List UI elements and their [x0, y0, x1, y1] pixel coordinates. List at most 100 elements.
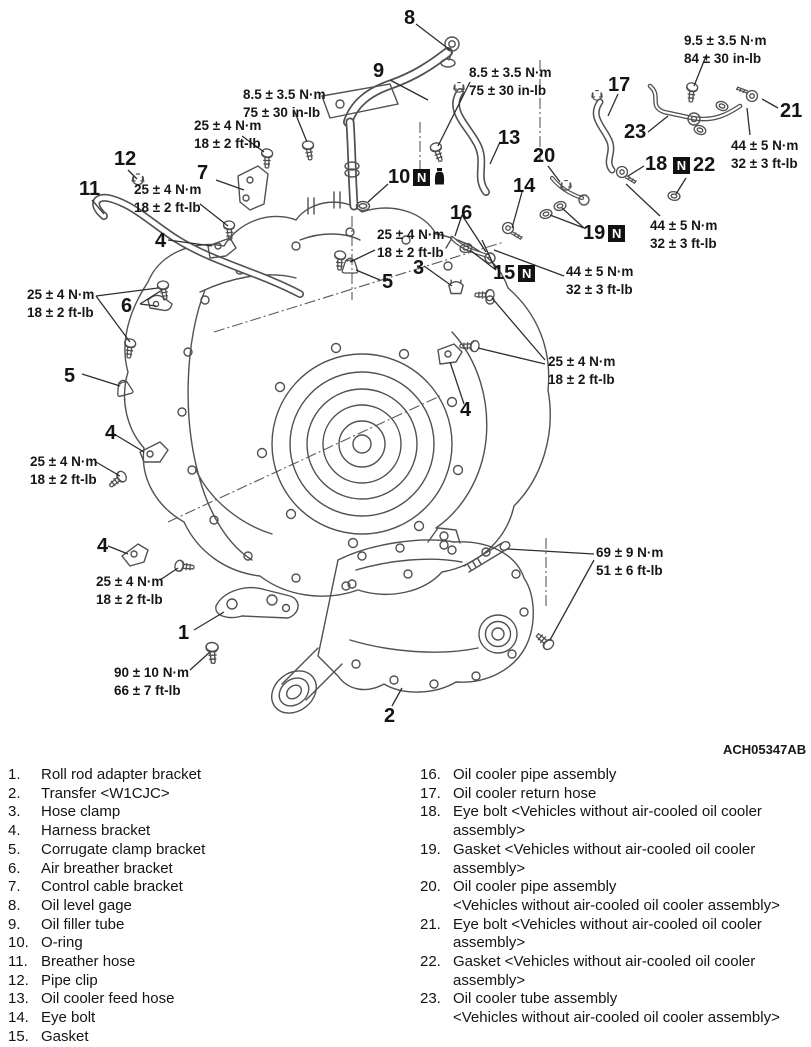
- legend-item-label: Oil cooler tube assembly <Vehicles witho…: [453, 990, 780, 1027]
- legend-item-label: Eye bolt: [41, 1009, 96, 1027]
- callout-19-group: 19 N: [583, 222, 626, 245]
- legend-item-label: Gasket <Vehicles without air-cooled oil …: [453, 840, 756, 877]
- legend-item-label: Oil level gage: [41, 896, 132, 914]
- legend-item-number: 18.: [420, 803, 441, 821]
- callout-12: 12: [114, 148, 137, 170]
- torque-spec: 25 ± 4 N·m 18 ± 2 ft-lb: [194, 118, 262, 151]
- legend-item: 8. Oil level gage: [8, 897, 410, 916]
- callout-10-group: 10 N: [388, 166, 446, 189]
- legend-column-right: 16.Oil cooler pipe assembly 17. Oil coole…: [420, 766, 806, 1028]
- construction-lines: [167, 60, 547, 606]
- callout-5: 5: [382, 271, 394, 293]
- new-part-icon: N: [673, 157, 690, 174]
- legend-item-number: 3.: [8, 803, 21, 821]
- legend-item-label: Corrugate clamp bracket: [41, 840, 206, 858]
- legend-item-number: 9.: [8, 915, 21, 933]
- transaxle-drawing: [123, 191, 551, 597]
- torque-spec: 8.5 ± 3.5 N·m 75 ± 30 in-lb: [243, 87, 326, 120]
- new-part-icon: N: [608, 225, 626, 242]
- legend-item-label: Oil filler tube: [41, 915, 125, 933]
- legend-item-number: 14.: [8, 1009, 29, 1027]
- callout-9: 9: [373, 60, 385, 82]
- callout-16: 16: [450, 202, 473, 224]
- legend-item: 15. Gasket: [8, 1028, 410, 1047]
- legend-item-label: Transfer <W1CJC>: [41, 784, 170, 802]
- callout-1: 1: [178, 622, 190, 644]
- legend-item-number: 6.: [8, 859, 21, 877]
- legend-item-label: Hose clamp: [41, 803, 121, 821]
- legend-item-number: 17.: [420, 784, 441, 802]
- torque-spec: 44 ± 5 N·m 32 ± 3 ft-lb: [731, 138, 799, 171]
- torque-spec: 25 ± 4 N·m 18 ± 2 ft-lb: [548, 354, 616, 387]
- leader-lines: [81, 23, 779, 707]
- legend-item-number: 2.: [8, 784, 21, 802]
- legend-item: 21.Eye bolt <Vehicles without air-cooled…: [420, 916, 806, 953]
- legend-item: 6. Air breather bracket: [8, 860, 410, 879]
- legend-item: 20.Oil cooler pipe assembly <Vehicles wi…: [420, 878, 806, 915]
- legend-item-label: Oil cooler feed hose: [41, 990, 175, 1008]
- torque-spec: 8.5 ± 3.5 N·m 75 ± 30 in-lb: [469, 65, 552, 98]
- torque-spec: 69 ± 9 N·m 51 ± 6 ft-lb: [596, 545, 664, 578]
- callout-6: 6: [121, 295, 133, 317]
- legend-item: 23. Oil cooler tube assembly <Vehicles wi…: [420, 990, 806, 1027]
- legend-item: 19.Gasket <Vehicles without air-cooled o…: [420, 841, 806, 878]
- legend-item-number: 5.: [8, 840, 21, 858]
- legend-item-number: 11.: [8, 953, 28, 971]
- callout-17: 17: [608, 74, 631, 96]
- legend-item: 7.Control cable bracket: [8, 878, 410, 897]
- parts-diagram: [81, 23, 779, 714]
- legend-item: 13.Oil cooler feed hose: [8, 990, 410, 1009]
- callout-22: 22: [693, 154, 716, 176]
- torque-spec: 25 ± 4 N·m 18 ± 2 ft-lb: [96, 574, 164, 607]
- callout-15: 15: [493, 262, 516, 284]
- legend-item-label: Roll rod adapter bracket: [41, 766, 202, 783]
- oil-filler-tube-drawing: [321, 36, 460, 212]
- callout-5: 5: [64, 365, 76, 387]
- torque-spec: 25 ± 4 N·m 18 ± 2 ft-lb: [377, 227, 445, 260]
- new-part-icon: N: [413, 169, 431, 186]
- legend-item-number: 7.: [8, 878, 21, 896]
- legend-item-number: 16.: [420, 766, 441, 783]
- callout-2: 2: [384, 705, 396, 727]
- callout-4: 4: [105, 422, 117, 444]
- legend-item: 10.O-ring: [8, 934, 410, 953]
- bolt-bosses: [177, 227, 495, 589]
- callout-3: 3: [413, 257, 425, 279]
- callout-23: 23: [624, 121, 647, 143]
- legend-item-number: 4.: [8, 822, 21, 840]
- legend-item-number: 15.: [8, 1027, 29, 1045]
- legend-item: 22. Gasket <Vehicles without air-cooled o…: [420, 953, 806, 990]
- callout-20: 20: [533, 145, 556, 167]
- legend-item: 14. Eye bolt: [8, 1009, 410, 1028]
- torque-spec: 44 ± 5 N·m 32 ± 3 ft-lb: [566, 264, 634, 297]
- legend-item-label: Air breather bracket: [41, 859, 173, 877]
- legend-item-number: 23.: [420, 990, 441, 1008]
- torque-spec: 90 ± 10 N·m 66 ± 7 ft-lb: [114, 665, 189, 698]
- legend-item-number: 12.: [8, 971, 29, 989]
- callout-21: 21: [780, 100, 803, 122]
- callout-11: 11: [79, 178, 101, 200]
- cooler-hoses-drawing: [452, 88, 616, 196]
- callout-13: 13: [498, 127, 521, 149]
- legend-item-label: Breather hose: [41, 953, 136, 971]
- legend-item-label: Oil cooler pipe assembly <Vehicles witho…: [453, 878, 780, 914]
- new-part-icon: N: [518, 265, 536, 282]
- legend-item: 16.Oil cooler pipe assembly: [420, 766, 806, 785]
- legend-item-label: Gasket: [41, 1027, 89, 1045]
- legend-item-number: 22.: [420, 953, 441, 971]
- legend-item: 1.Roll rod adapter bracket: [8, 766, 410, 785]
- legend-item: 2. Transfer <W1CJC>: [8, 785, 410, 804]
- callout-7: 7: [197, 162, 209, 184]
- legend-item: 9. Oil filler tube: [8, 916, 410, 935]
- callout-18: 18: [645, 153, 668, 175]
- transfer-drawing: [271, 527, 557, 714]
- legend-item-label: Harness bracket: [41, 822, 151, 840]
- callout-8: 8: [404, 7, 416, 29]
- torque-spec: 25 ± 4 N·m 18 ± 2 ft-lb: [27, 287, 95, 320]
- legend-item-number: 8.: [8, 896, 21, 914]
- legend-item-label: Gasket <Vehicles without air-cooled oil …: [453, 953, 756, 989]
- torque-spec: 25 ± 4 N·m 18 ± 2 ft-lb: [134, 182, 202, 215]
- torque-spec: 9.5 ± 3.5 N·m 84 ± 30 in-lb: [684, 33, 767, 66]
